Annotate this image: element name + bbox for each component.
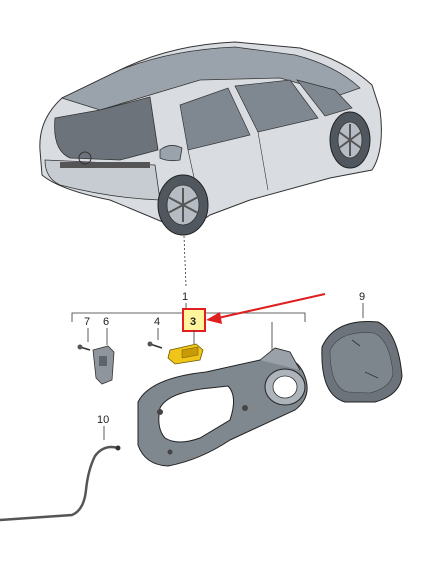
rear-wheel — [157, 174, 209, 236]
leader-car-to-1 — [183, 235, 187, 287]
part-6-hinge — [92, 345, 115, 385]
callout-3: 3 — [190, 316, 196, 328]
callout-6: 6 — [103, 316, 109, 328]
screw-7 — [77, 344, 91, 351]
part-1-charging-housing — [137, 347, 308, 467]
part-10-hose-end — [115, 445, 121, 451]
screw-4 — [147, 341, 163, 349]
callout-4: 4 — [154, 316, 160, 328]
callout-1: 1 — [182, 291, 188, 303]
part-3-actuator — [167, 343, 204, 365]
red-arrow — [206, 293, 326, 324]
callout-9: 9 — [359, 291, 365, 303]
part-9-flap — [321, 321, 403, 403]
front-wheel — [329, 111, 371, 169]
car-illustration — [39, 41, 382, 236]
callout-7: 7 — [84, 316, 90, 328]
callout-10: 10 — [97, 414, 109, 426]
part-10-drain-hose — [0, 445, 120, 522]
